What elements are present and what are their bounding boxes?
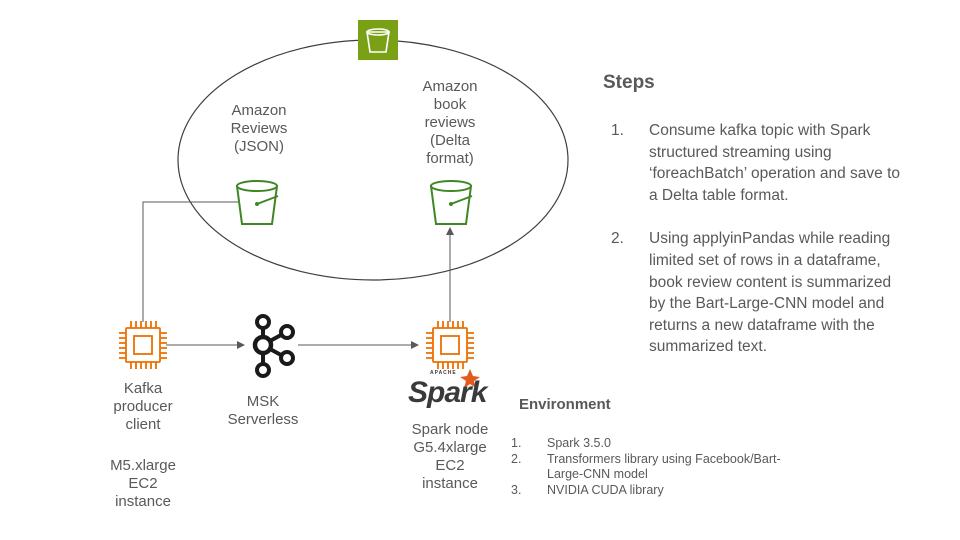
step-number: 1. — [611, 122, 624, 139]
msk-serverless-label: MSK Serverless — [227, 393, 299, 428]
environment-item: 3. NVIDIA CUDA library — [511, 483, 811, 499]
spark-ec2-chip-icon — [426, 321, 474, 369]
steps-heading: Steps — [603, 72, 655, 93]
step-text: Consume kafka topic with Spark structure… — [649, 122, 901, 204]
delta-bucket-icon — [429, 180, 473, 225]
apache-spark-logo: APACHE Spark — [408, 368, 488, 412]
reviews-bucket-icon — [235, 180, 279, 225]
kafka-producer-label: Kafka producer client — [113, 380, 173, 433]
environment-heading: Environment — [519, 396, 611, 413]
environment-number: 2. — [511, 451, 522, 466]
s3-service-badge-icon — [358, 20, 398, 60]
producer-ec2-chip-icon — [119, 321, 167, 369]
environment-item: 1. Spark 3.5.0 — [511, 436, 811, 452]
environment-number: 1. — [511, 436, 522, 450]
environment-item: 2. Transformers library using Facebook/B… — [511, 452, 811, 483]
kafka-msk-icon — [252, 314, 295, 378]
environment-text: Transformers library using Facebook/Bart… — [547, 451, 781, 482]
storage-region-ellipse — [177, 39, 569, 281]
spark-star-icon — [460, 369, 480, 388]
step-text: Using applyinPandas while reading limite… — [649, 230, 892, 356]
steps-list: 1. Consume kafka topic with Spark struct… — [611, 120, 911, 358]
delta-book-reviews-label: Amazon book reviews (Delta format) — [422, 78, 478, 167]
spark-logo-apache-text: APACHE — [430, 370, 457, 376]
producer-instance-label: M5.xlarge EC2 instance — [110, 457, 176, 510]
step-number: 2. — [611, 230, 624, 248]
step-item: 1. Consume kafka topic with Spark struct… — [611, 120, 911, 206]
environment-number: 3. — [511, 482, 522, 497]
step-item: 2. Using applyinPandas while reading lim… — [611, 228, 911, 358]
spark-logo-wordmark: Spark — [408, 376, 487, 409]
environment-text: NVIDIA CUDA library — [547, 482, 664, 497]
spark-node-label: Spark node G5.4xlarge EC2 instance — [411, 421, 489, 492]
environment-list: 1. Spark 3.5.0 2. Transformers library u… — [511, 436, 811, 498]
reviews-json-label: Amazon Reviews (JSON) — [230, 102, 288, 155]
producer-to-reviews-line — [142, 201, 238, 322]
environment-text: Spark 3.5.0 — [547, 436, 611, 450]
